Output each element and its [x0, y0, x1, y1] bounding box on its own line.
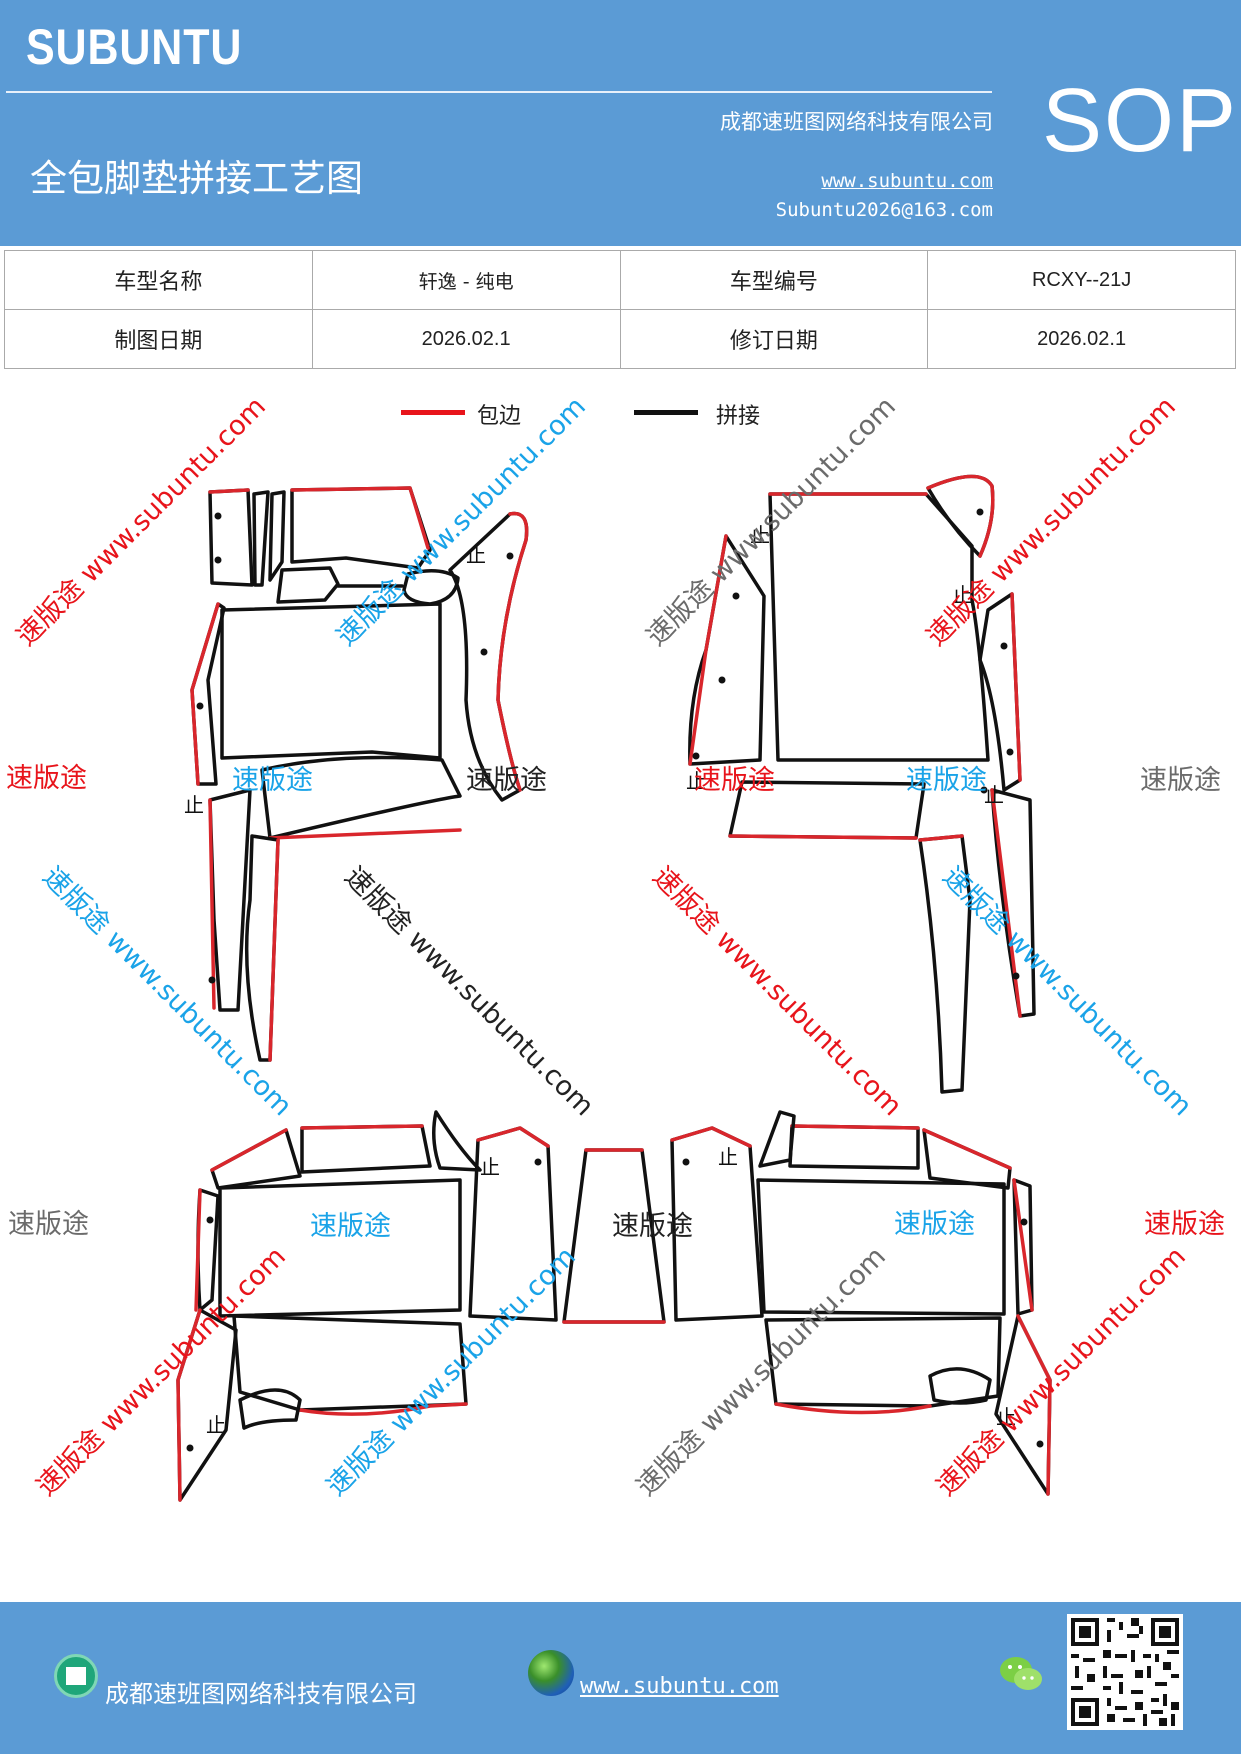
website-link[interactable]: www.subuntu.com [821, 170, 993, 192]
mat-piece [756, 1178, 1006, 1316]
table-row: 制图日期 2026.02.1 修订日期 2026.02.1 [4, 309, 1236, 369]
passenger-mat-group [688, 474, 1036, 1094]
mat-piece [238, 1388, 302, 1430]
watermark: 速版途 [6, 763, 87, 794]
stop-mark: 止 [952, 583, 972, 607]
mat-piece [276, 566, 340, 604]
drawing-date-label: 制图日期 [4, 309, 313, 369]
watermark: 速版途 [310, 1211, 391, 1242]
revision-date-label: 修订日期 [619, 309, 929, 369]
mat-piece [232, 1314, 468, 1412]
mat-piece [978, 592, 1022, 792]
watermark: 速版途 [612, 1211, 693, 1242]
mat-piece [260, 755, 462, 840]
rear-right-mat-group [670, 1110, 1052, 1496]
revision-date-value: 2026.02.1 [927, 309, 1236, 369]
table-row: 车型名称 轩逸 - 纯电 车型编号 RCXY--21J [4, 250, 1236, 310]
watermark: 速版途 [8, 1209, 89, 1240]
center-mat-group [562, 1148, 666, 1324]
stop-mark: 止 [750, 523, 770, 547]
stop-mark: 止 [480, 1155, 500, 1179]
mat-piece [252, 490, 270, 587]
header-divider [6, 91, 992, 93]
company-name: 成都速班图网络科技有限公司 [720, 110, 993, 134]
footer-website-link[interactable]: www.subuntu.com [580, 1674, 779, 1699]
watermark: 速版途 [1144, 1209, 1225, 1240]
home-icon [54, 1654, 98, 1698]
qr-code[interactable] [1067, 1614, 1183, 1730]
rear-left-mat-group [176, 1110, 558, 1502]
driver-mat-group [190, 486, 529, 1062]
model-name-value: 轩逸 - 纯电 [311, 250, 621, 310]
stop-mark: 止 [996, 1405, 1016, 1429]
globe-icon [528, 1650, 574, 1696]
watermark: 速版途 [232, 765, 313, 796]
mat-piece [210, 1128, 302, 1190]
model-code-value: RCXY--21J [927, 250, 1236, 310]
mat-piece [402, 569, 460, 606]
mat-piece [432, 1110, 482, 1172]
email-address[interactable]: Subuntu2026@163.com [775, 199, 993, 221]
marker-dots [186, 508, 1044, 1452]
model-name-label: 车型名称 [4, 250, 313, 310]
stop-marks: 止 止 止 止 止 止 止 止 止 止 [184, 523, 1016, 1437]
watermark: 速版途 [1140, 765, 1221, 796]
brand-logo: SUBUNTU [26, 19, 243, 75]
document-title: 全包脚垫拼接工艺图 [30, 157, 363, 200]
wechat-icon[interactable] [998, 1654, 1044, 1694]
stop-mark: 止 [686, 769, 706, 793]
mat-piece [788, 1124, 920, 1170]
stop-mark: 止 [206, 1413, 226, 1437]
mat-piece [268, 490, 286, 582]
stop-mark: 止 [984, 783, 1004, 807]
vehicle-info-table: 车型名称 轩逸 - 纯电 车型编号 RCXY--21J 制图日期 2026.02… [4, 250, 1236, 369]
mat-piece [758, 1110, 796, 1168]
watermark: 速版途 [694, 765, 775, 796]
mat-piece [218, 1178, 462, 1318]
watermark: 速版途 [906, 765, 987, 796]
header-banner: SUBUNTU 全包脚垫拼接工艺图 成都速班图网络科技有限公司 www.subu… [0, 0, 1241, 246]
mat-piece [764, 1316, 1002, 1408]
mat-piece [244, 834, 280, 1062]
mat-piece [918, 834, 972, 1094]
sop-badge: SOP [1042, 71, 1239, 171]
drawing-date-value: 2026.02.1 [311, 309, 621, 369]
footer-banner: 成都速班图网络科技有限公司 www.subuntu.com [0, 1602, 1241, 1754]
legend-seam-label: 拼接 [716, 404, 761, 429]
mat-piece [928, 1367, 992, 1405]
watermark: 速版途 [466, 765, 547, 796]
legend-seam-swatch [634, 410, 698, 415]
mat-piece [208, 488, 254, 587]
mat-piece [208, 788, 252, 1012]
model-code-label: 车型编号 [619, 250, 929, 310]
legend-edge-swatch [401, 410, 465, 415]
footer-company-name: 成都速班图网络科技有限公司 [105, 1680, 417, 1708]
watermark: 速版途 [894, 1209, 975, 1240]
mat-piece [220, 602, 442, 760]
mat-piece [922, 1128, 1012, 1190]
legend-edge-label: 包边 [477, 404, 522, 429]
stop-mark: 止 [718, 1145, 738, 1169]
stop-mark: 止 [184, 793, 204, 817]
stop-mark: 止 [466, 543, 486, 567]
mat-piece [300, 1124, 432, 1174]
